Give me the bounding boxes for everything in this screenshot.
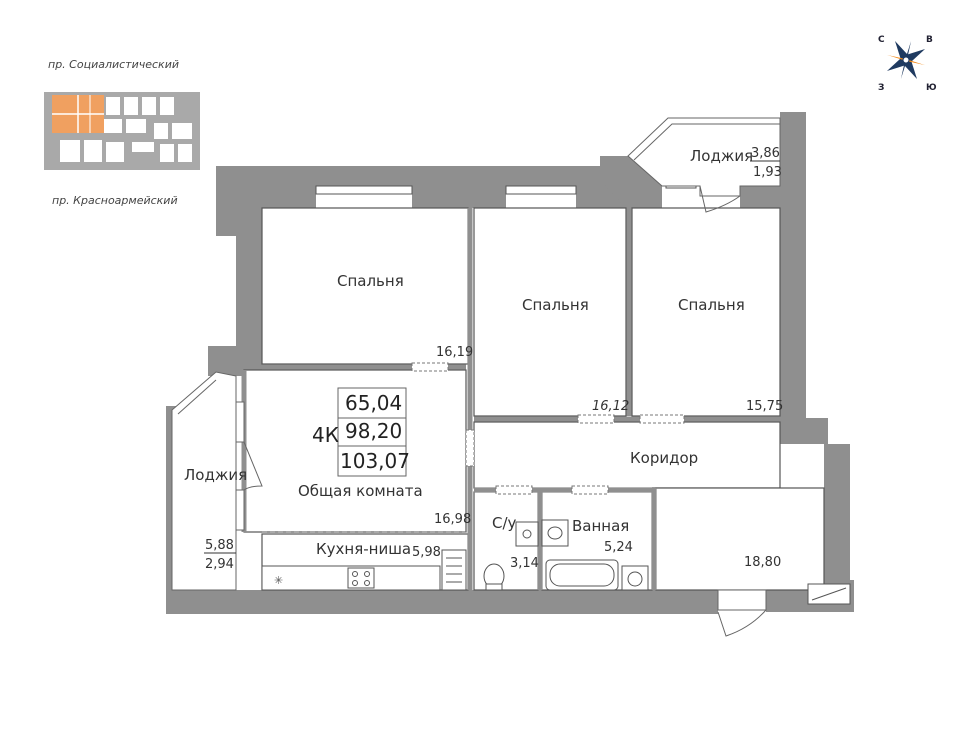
bedroom2-label: Спальня <box>522 296 589 314</box>
bedroom3-area-value: 15,75 <box>746 399 783 414</box>
wc-area-value: 3,14 <box>510 556 539 571</box>
bedroom3-area <box>631 207 781 417</box>
bedroom2-area-value: 16,12 <box>592 399 629 414</box>
building-key-plan <box>44 92 200 170</box>
area-summary: 4К 65,04 98,20 103,07 <box>312 387 410 477</box>
compass-west: З <box>878 83 884 93</box>
corridor-area <box>473 421 781 489</box>
partitions <box>241 208 780 590</box>
apartment-type: 4К <box>312 423 339 447</box>
fridge-icon: ✳ <box>274 574 283 587</box>
loggia-left-label: Лоджия <box>184 466 247 484</box>
bedroom2-area <box>473 207 627 417</box>
kitchen-label: Кухня-ниша <box>316 540 411 558</box>
wc-label: С/у <box>492 514 517 532</box>
compass-rose <box>886 40 926 80</box>
loggia-right-label: Лоджия <box>690 147 753 165</box>
stove-icon <box>347 567 375 589</box>
total-with-loggias: 103,07 <box>340 449 410 473</box>
loggia-left-area-reduced: 2,94 <box>205 557 234 572</box>
bathroom-fixtures <box>541 519 649 591</box>
compass-north: С <box>878 35 885 45</box>
door-openings <box>411 362 685 495</box>
loggia-right-area-reduced: 1,93 <box>753 165 782 180</box>
loggia-right-area: 3,86 <box>751 146 780 161</box>
living-label: Общая комната <box>298 482 423 500</box>
corridor-area-value: 18,80 <box>744 555 781 570</box>
bathroom-area-value: 5,24 <box>604 540 633 555</box>
corridor-extension <box>655 487 825 591</box>
room-outlines <box>243 207 825 591</box>
bedroom3-label: Спальня <box>678 296 745 314</box>
kitchen-fixtures: ✳ <box>261 549 467 591</box>
kitchen-area-value: 5,98 <box>412 545 441 560</box>
street-bottom-label: пр. Красноармейский <box>52 194 178 207</box>
bedroom1-area <box>261 207 469 365</box>
loggia-left <box>171 371 263 591</box>
loggia-right <box>627 117 781 213</box>
entrance-door <box>717 589 767 637</box>
bedroom1-area-value: 16,19 <box>436 345 473 360</box>
living-area-total: 65,04 <box>345 391 402 415</box>
bathroom-label: Ванная <box>572 517 629 535</box>
living-area-value: 16,98 <box>434 512 471 527</box>
street-top-label: пр. Социалистический <box>48 58 179 71</box>
compass-south: Ю <box>926 83 937 93</box>
wc-fixtures <box>483 521 539 591</box>
corridor-label: Коридор <box>630 449 698 467</box>
total-area: 98,20 <box>345 419 402 443</box>
compass-east: В <box>926 35 933 45</box>
loggia-left-area: 5,88 <box>205 538 234 553</box>
bedroom1-label: Спальня <box>337 272 404 290</box>
stairs-sink-icon <box>441 549 467 591</box>
vent-shaft <box>807 583 851 605</box>
